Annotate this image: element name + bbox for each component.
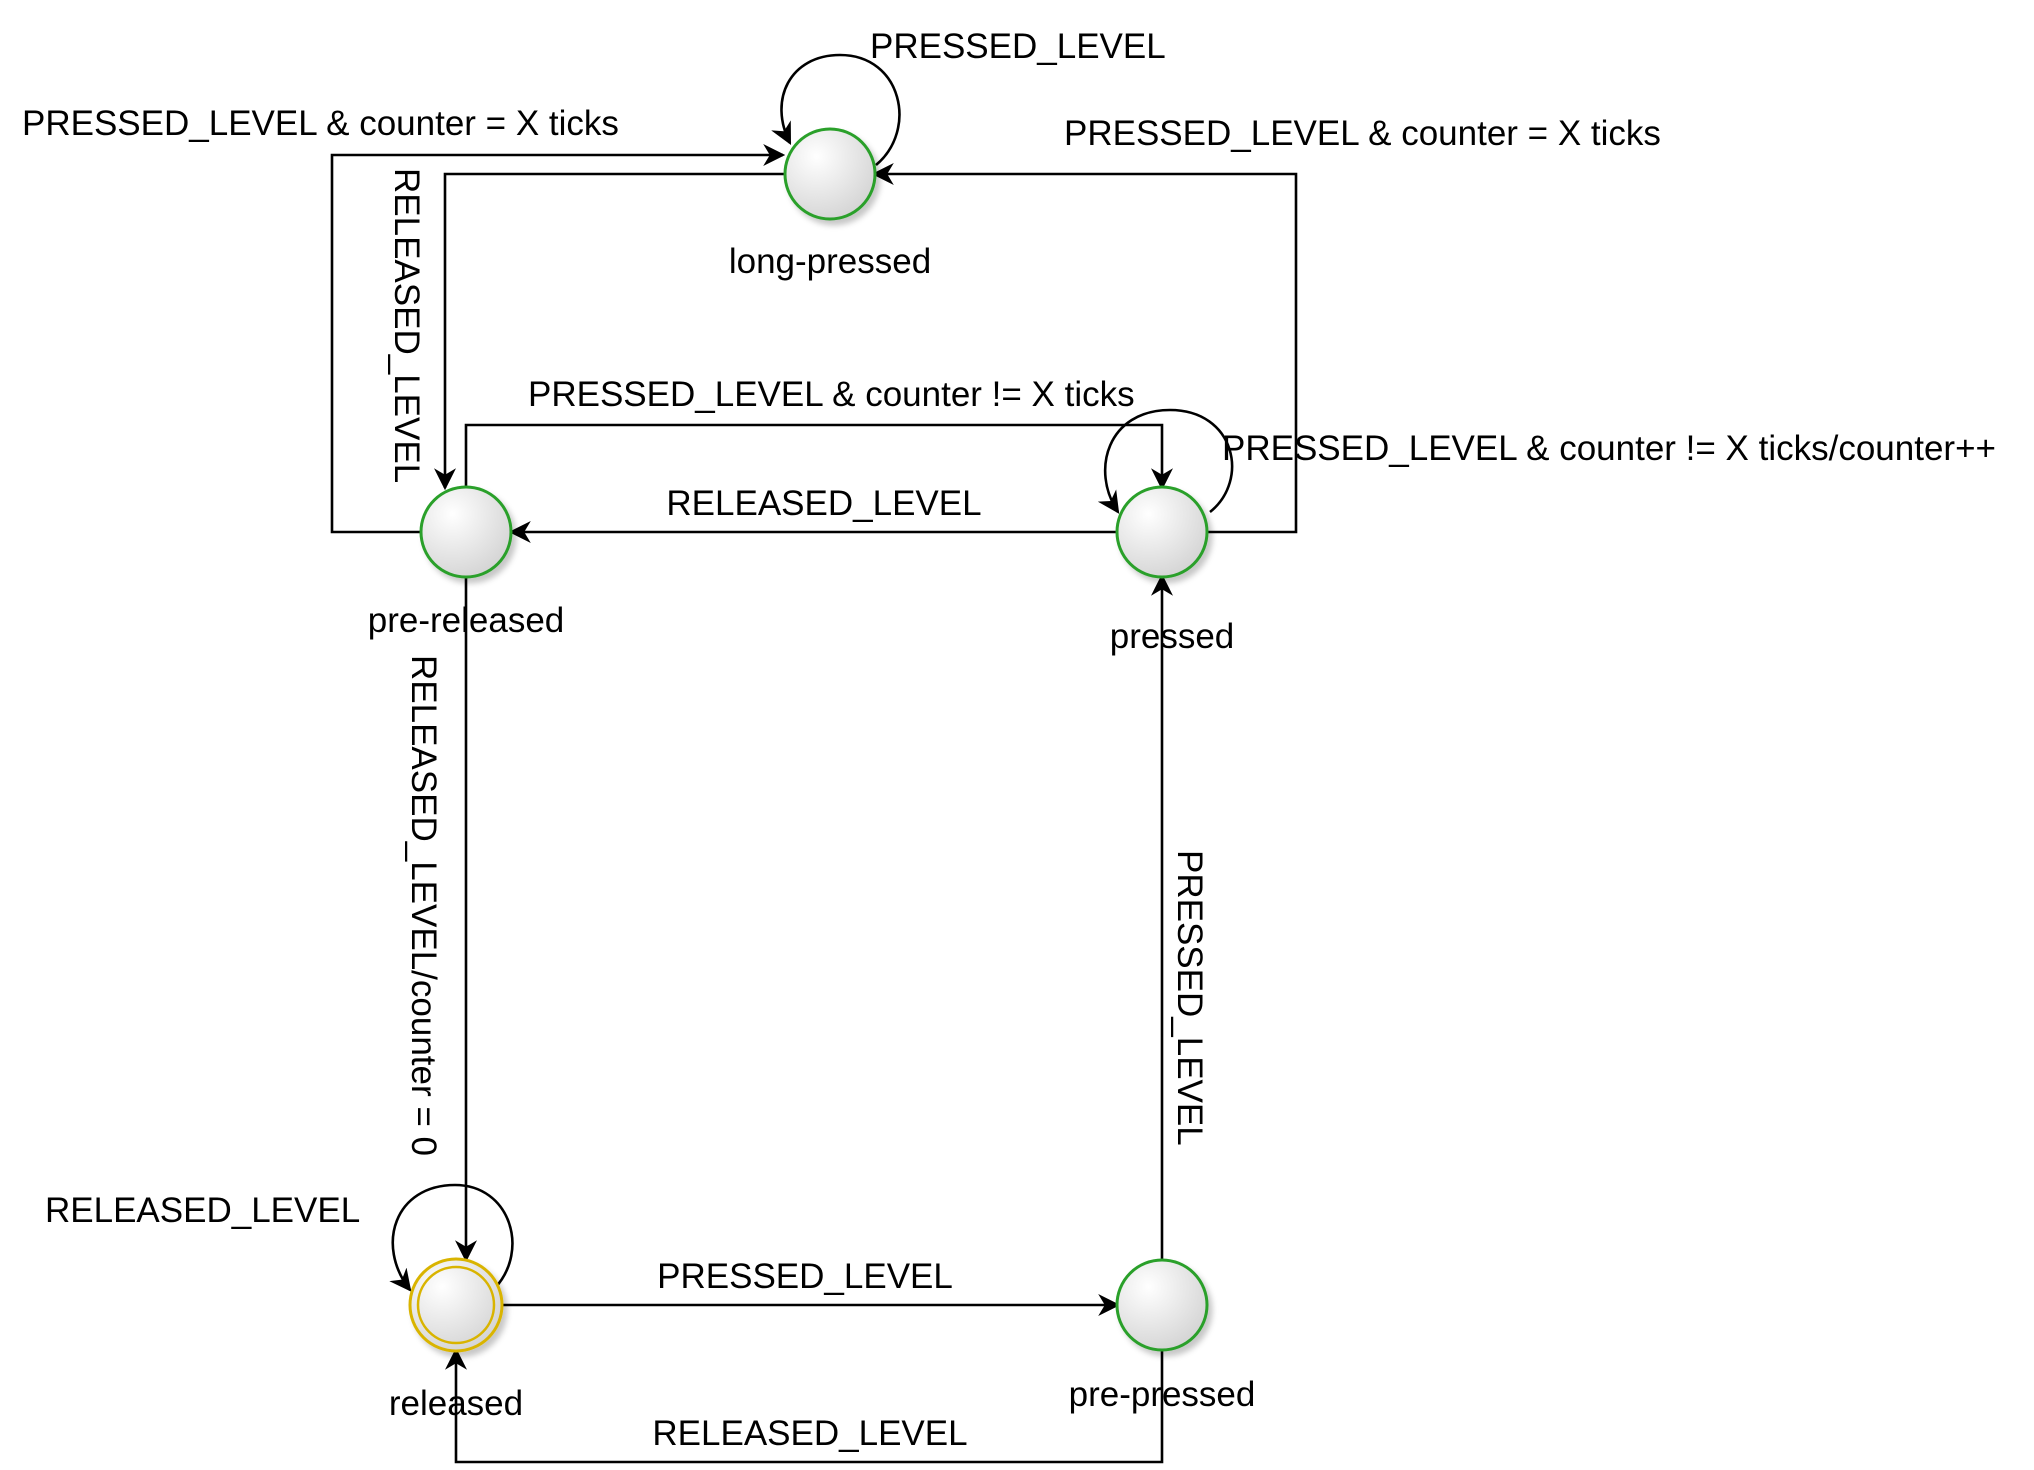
edge-pre-pressed-to-released	[445, 1347, 1164, 1464]
edge-released-self	[389, 1183, 514, 1292]
state-label-released: released	[389, 1384, 523, 1423]
label-pre-released-to-long-pressed: PRESSED_LEVEL & counter = X ticks	[22, 104, 619, 143]
state-pre-pressed[interactable]	[1115, 1258, 1209, 1352]
label-long-pressed-to-pre-released: RELEASED_LEVEL	[387, 168, 426, 483]
state-long-pressed-node[interactable]	[783, 127, 877, 221]
label-pressed-self: PRESSED_LEVEL & counter != X ticks/count…	[1222, 429, 1996, 468]
state-long-pressed[interactable]	[783, 127, 877, 221]
state-label-pre-released: pre-released	[368, 601, 565, 640]
label-released-self: RELEASED_LEVEL	[45, 1191, 360, 1230]
label-pre-released-to-pressed: PRESSED_LEVEL & counter != X ticks	[528, 375, 1135, 414]
edge-pressed-self	[1097, 408, 1234, 514]
label-long-pressed-self: PRESSED_LEVEL	[870, 27, 1166, 66]
edge-pre-released-to-pressed	[464, 423, 1173, 491]
state-pre-pressed-node[interactable]	[1115, 1258, 1209, 1352]
edge-pre-released-to-long-pressed	[330, 144, 786, 534]
edge-pressed-to-long-pressed	[871, 163, 1298, 534]
state-pre-released[interactable]	[419, 485, 513, 579]
state-released[interactable]	[408, 1257, 504, 1353]
state-pressed-node[interactable]	[1115, 485, 1209, 579]
state-label-long-pressed: long-pressed	[729, 242, 931, 281]
state-released-inner-ring	[416, 1265, 496, 1345]
edge-long-pressed-self	[771, 53, 901, 166]
label-pressed-to-long-pressed: PRESSED_LEVEL & counter = X ticks	[1064, 114, 1661, 153]
label-pre-pressed-to-released: RELEASED_LEVEL	[652, 1414, 967, 1453]
state-label-pre-pressed: pre-pressed	[1069, 1375, 1256, 1414]
label-pressed-to-pre-released: RELEASED_LEVEL	[666, 484, 981, 523]
state-pre-released-node[interactable]	[419, 485, 513, 579]
label-pre-released-to-released: RELEASED_LEVEL/counter = 0	[404, 655, 443, 1156]
label-pre-pressed-to-pressed: PRESSED_LEVEL	[1170, 850, 1209, 1146]
state-pressed[interactable]	[1115, 485, 1209, 579]
state-released-node[interactable]	[408, 1257, 504, 1353]
label-released-to-pre-pressed: PRESSED_LEVEL	[657, 1257, 953, 1296]
edge-long-pressed-to-pre-released	[434, 172, 786, 491]
state-label-pressed: pressed	[1110, 617, 1235, 656]
